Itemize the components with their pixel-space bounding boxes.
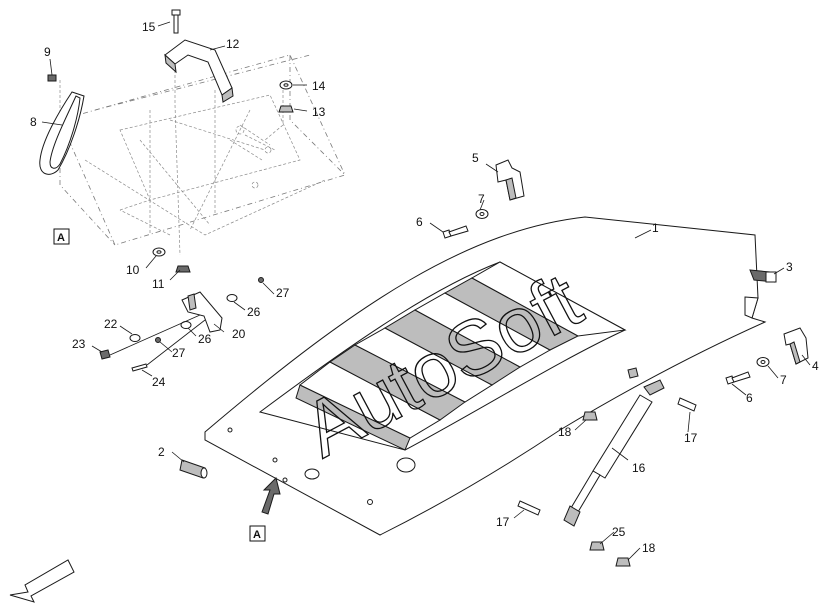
svg-text:A: A (253, 529, 261, 541)
handle-part (164, 39, 234, 103)
callout-17-left: 17 (496, 515, 510, 529)
callout-26-right: 26 (247, 305, 261, 319)
washer-bolt-upper (442, 209, 489, 239)
callout-1: 1 (652, 221, 659, 235)
callout-14: 14 (312, 79, 326, 93)
callout-27-lower: 27 (172, 346, 186, 360)
callout-17-right: 17 (684, 431, 698, 445)
callout-11: 11 (152, 277, 165, 291)
view-marker-upper: A (53, 228, 70, 245)
bracket-3 (749, 269, 777, 283)
washer-nut-10-11 (152, 247, 191, 273)
callout-6-right: 6 (746, 391, 753, 405)
callout-27-upper: 27 (276, 286, 290, 300)
callout-26-left: 26 (198, 332, 212, 346)
spacer-2 (179, 459, 208, 479)
callout-13: 13 (312, 105, 326, 119)
callout-18-lower: 18 (642, 541, 656, 555)
callout-5: 5 (472, 151, 479, 165)
view-arrow (261, 477, 281, 515)
callout-2: 2 (158, 445, 165, 459)
washer-bolt-right (725, 357, 770, 385)
callout-10: 10 (126, 263, 140, 277)
callout-7-upper: 7 (478, 192, 485, 206)
callout-6-upper: 6 (416, 215, 423, 229)
hinge-bracket-5 (495, 159, 525, 201)
callout-20: 20 (232, 327, 246, 341)
bolt-9-part (47, 74, 57, 82)
callout-labels: 15 12 9 14 13 8 10 11 5 7 6 1 3 4 7 6 2 … (30, 20, 819, 555)
gas-strut-16 (563, 367, 665, 527)
strut-hardware (517, 397, 697, 567)
leader-lines (41, 21, 811, 561)
callout-22: 22 (104, 317, 118, 331)
callout-25: 24 (152, 375, 166, 389)
bolt-15-part (171, 9, 181, 34)
callout-12: 12 (226, 37, 240, 51)
orientation-arrow-icon (9, 559, 75, 603)
callout-24: 25 (612, 525, 626, 539)
latch-assembly (99, 277, 264, 372)
callout-4: 4 (812, 359, 819, 373)
callout-7-right: 7 (780, 373, 787, 387)
view-marker-lower: A (249, 525, 266, 542)
callout-23: 23 (72, 337, 86, 351)
washer-nut-14-13 (278, 80, 294, 113)
svg-text:A: A (57, 232, 65, 244)
callout-8: 8 (30, 115, 37, 129)
callout-16: 16 (632, 461, 646, 475)
callout-15: 15 (142, 20, 156, 34)
main-panel-part (204, 216, 767, 536)
callout-3: 3 (786, 260, 793, 274)
callout-18-upper: 18 (558, 425, 572, 439)
lifting-strap-part (39, 91, 85, 175)
callout-9: 9 (44, 45, 51, 59)
